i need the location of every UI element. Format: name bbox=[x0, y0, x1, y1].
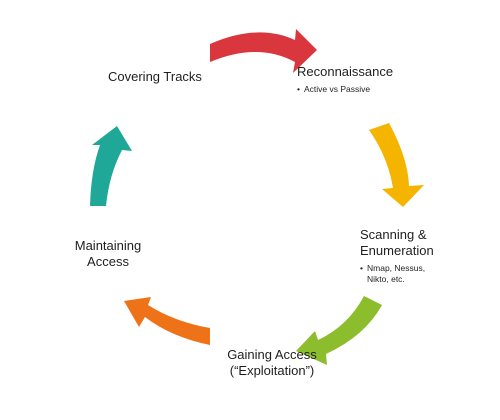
phase-gaining-access: Gaining Access (“Exploitation”) bbox=[212, 347, 332, 379]
phase-bullet-list: Nmap, Nessus, Nikto, etc. bbox=[360, 263, 470, 285]
arrow-to-gaining-access bbox=[296, 296, 382, 365]
phase-title: Gaining Access (“Exploitation”) bbox=[227, 347, 317, 378]
arrow-to-maintaining-access bbox=[124, 297, 210, 345]
phase-title: Maintaining Access bbox=[74, 238, 142, 269]
arrow-to-reconnaissance bbox=[210, 29, 317, 73]
phase-covering-tracks: Covering Tracks bbox=[108, 69, 218, 85]
phase-scanning-enumeration: Scanning & Enumeration Nmap, Nessus, Nik… bbox=[360, 227, 470, 285]
phase-bullet: Active vs Passive bbox=[297, 84, 437, 95]
arrow-to-covering-tracks bbox=[90, 126, 132, 206]
phase-title: Reconnaissance bbox=[297, 64, 394, 79]
phase-title: Scanning & Enumeration bbox=[360, 227, 434, 258]
phase-title: Covering Tracks bbox=[108, 69, 202, 84]
phase-maintaining-access: Maintaining Access bbox=[58, 238, 158, 270]
phase-reconnaissance: Reconnaissance Active vs Passive bbox=[297, 64, 437, 95]
phase-bullet-list: Active vs Passive bbox=[297, 84, 437, 95]
arrow-to-scanning bbox=[369, 123, 424, 207]
phase-bullet: Nmap, Nessus, Nikto, etc. bbox=[360, 263, 470, 285]
